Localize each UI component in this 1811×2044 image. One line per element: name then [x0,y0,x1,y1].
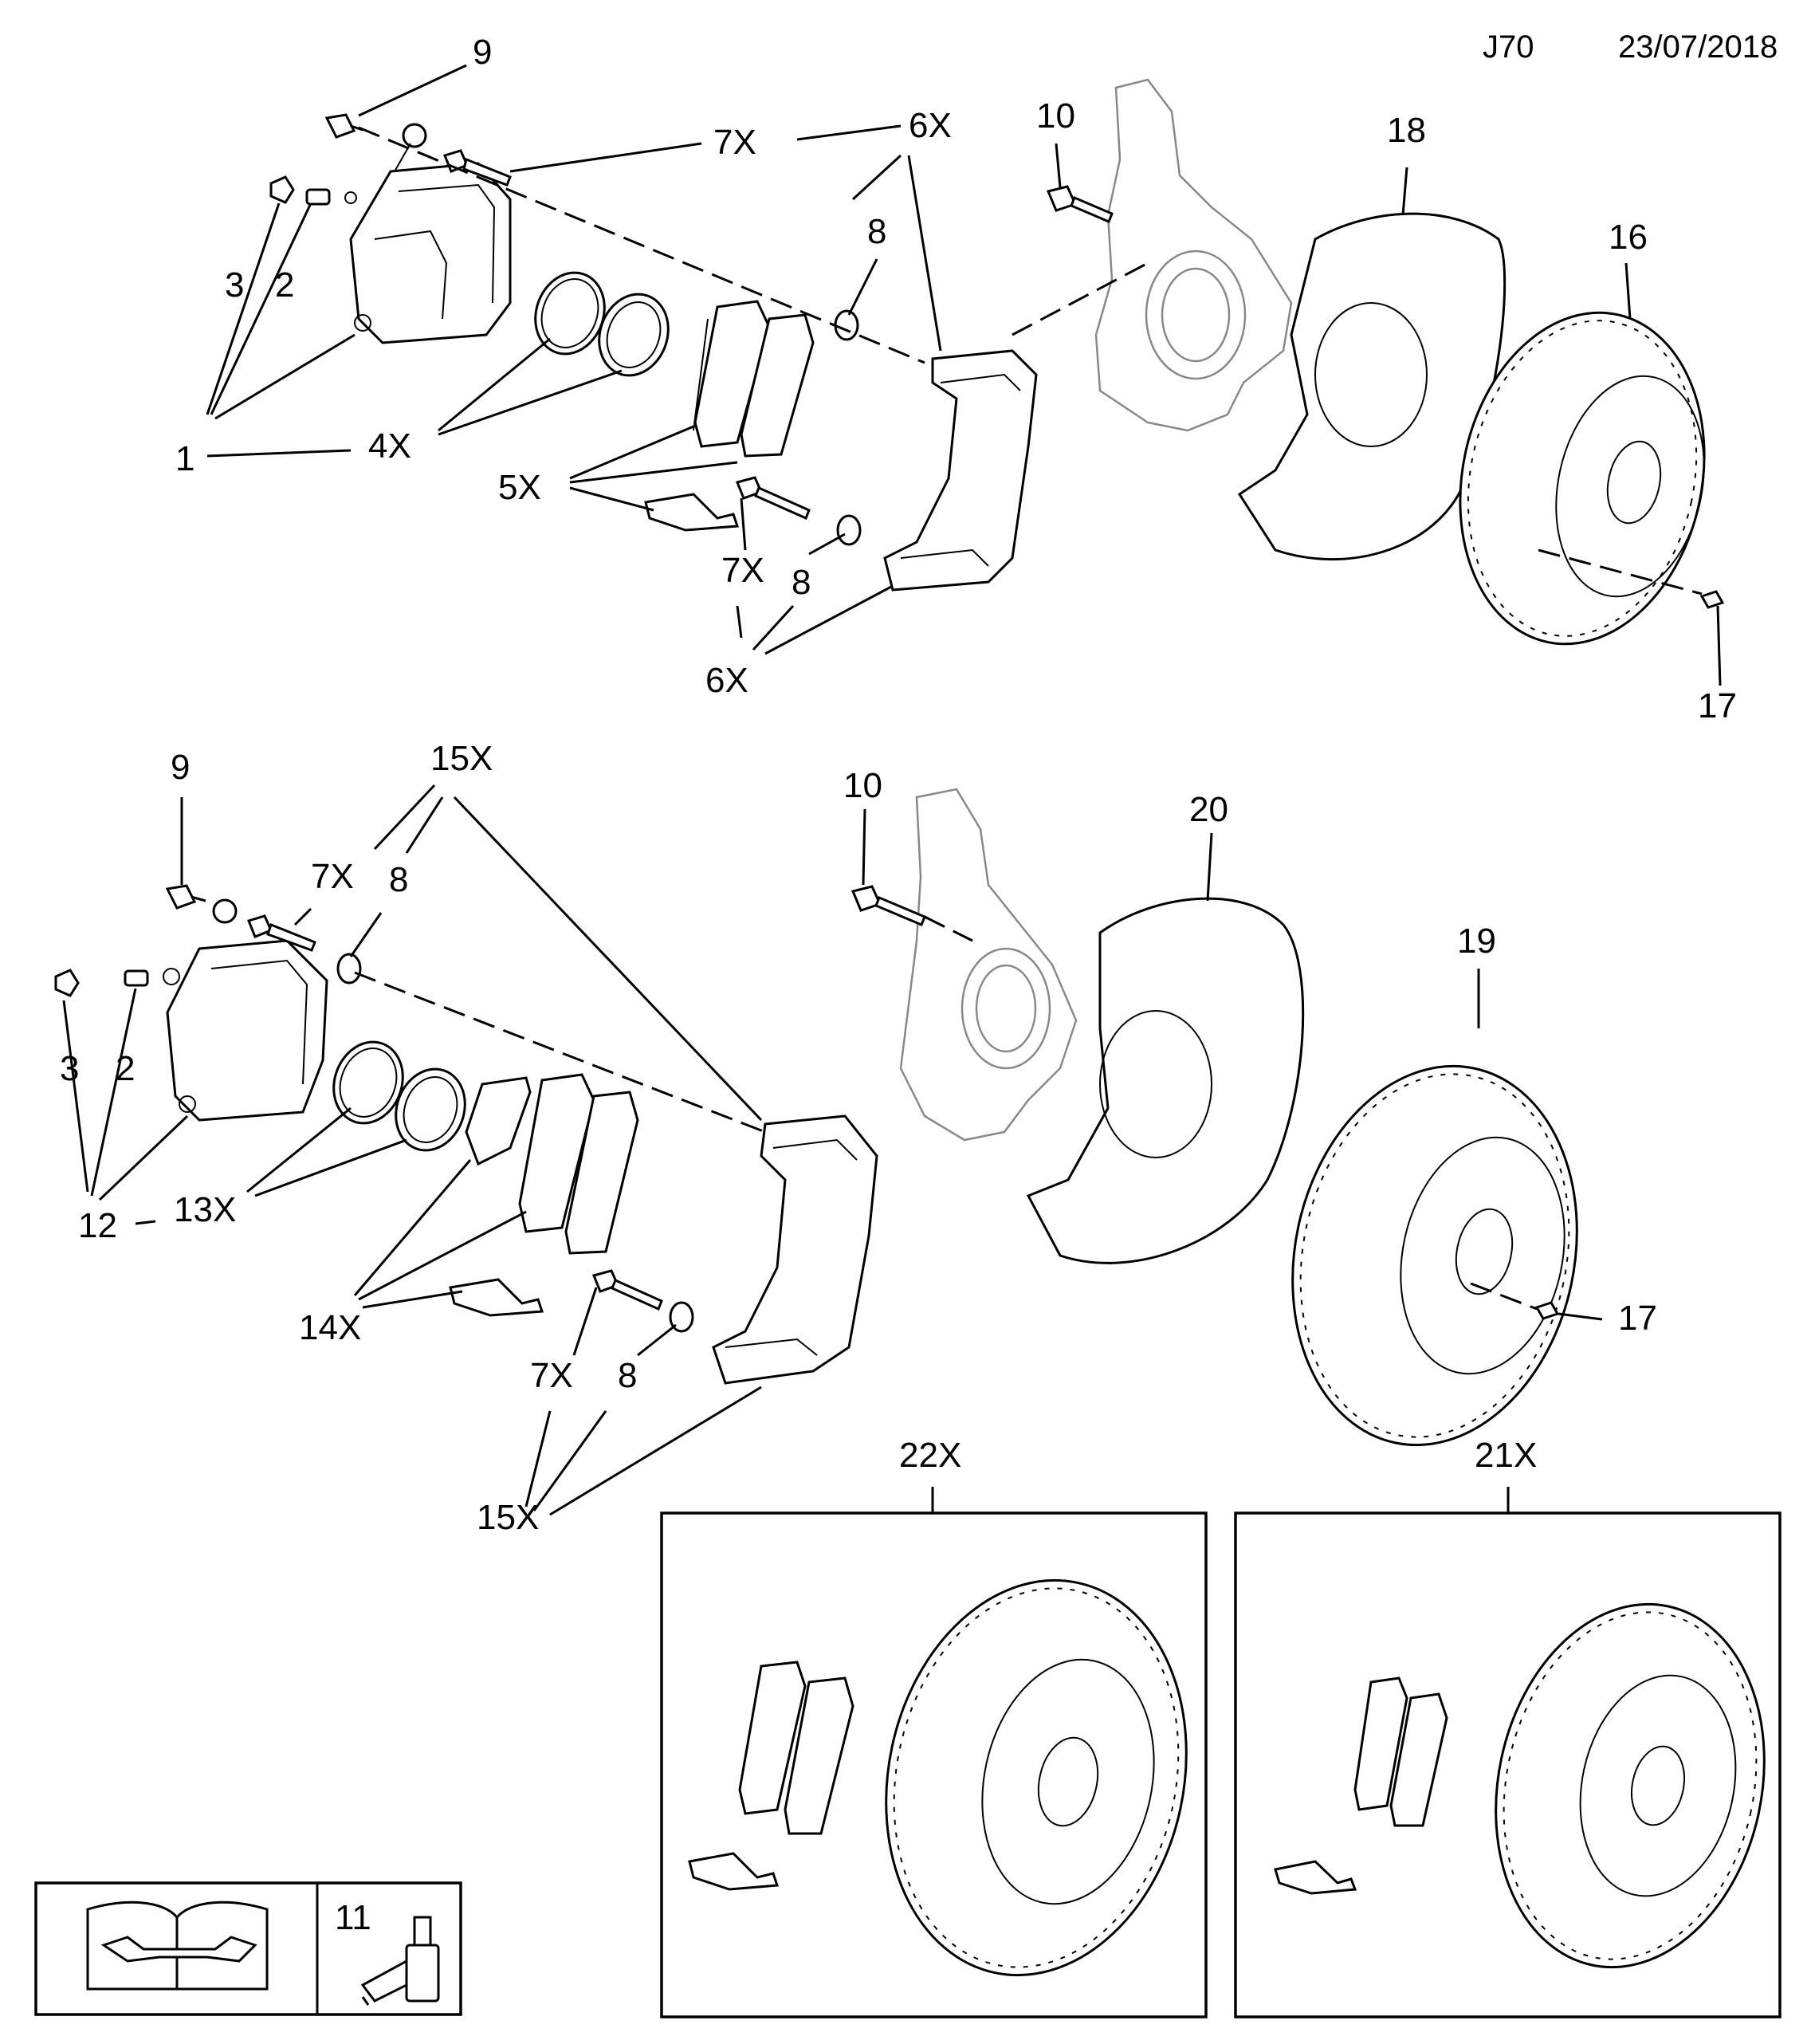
callout-bot-15x-b: 15X [477,1498,539,1537]
callout-bot-7x-a: 7X [311,857,354,896]
callout-top-10: 10 [1036,96,1075,136]
callout-bot-12: 12 [78,1206,117,1245]
callout-bot-8-b: 8 [618,1356,637,1395]
top-bleed-screw [269,175,357,206]
kit-21x-disc [1495,1602,1766,1969]
bottom-caliper-carrier [712,1114,878,1385]
callout-top-5x: 5X [498,468,541,507]
callout-bot-3: 3 [60,1049,79,1088]
callout-top-18: 18 [1387,111,1426,150]
diagram-date: 23/07/2018 [1618,29,1778,65]
kit-22x-disc [885,1578,1188,1977]
bottom-pad-clip [449,1278,544,1317]
bottom-bolt-10 [851,885,926,926]
manual-book-icon [86,1901,269,1991]
top-caliper-carrier [883,349,1038,592]
sealant-bottle-icon [360,1916,440,2006]
bottom-bolt-9 [165,884,206,910]
top-caliper [349,123,512,344]
callout-top-6x-b: 6X [705,661,748,700]
kit-22x-pads [738,1661,854,1835]
kit-22x-clip [688,1852,780,1891]
callout-bot-19: 19 [1457,922,1496,961]
callout-top-8-b: 8 [792,563,811,602]
callout-top-6x-a: 6X [909,106,952,145]
callout-kit-22x: 22X [899,1436,961,1475]
bottom-lower-guide-pin [591,1269,694,1333]
bottom-dust-shield [1026,897,1305,1264]
top-lower-guide-pin [735,476,862,546]
top-steering-knuckle [1094,78,1293,432]
callout-legend-11: 11 [335,1898,371,1937]
callout-top-17: 17 [1698,686,1737,725]
callout-bot-15x-a: 15X [430,739,493,778]
bottom-bleed-screw [54,968,180,997]
callout-top-1: 1 [175,439,194,478]
top-boot-8 [834,309,859,341]
legend-box [34,1881,462,2016]
callout-top-8-a: 8 [867,212,886,251]
top-brake-disc [1459,311,1706,646]
bottom-steering-knuckle [899,788,1078,1142]
kit-21x-pads [1353,1676,1448,1827]
callout-top-7x-b: 7X [721,551,764,590]
callout-top-4x: 4X [368,426,411,466]
callout-bot-13x: 13X [174,1190,236,1229]
callout-top-9: 9 [473,33,492,72]
top-bolt-9 [324,113,363,139]
top-brake-pads [693,300,815,458]
top-screw-17 [1699,590,1725,609]
bottom-screw-17 [1534,1301,1560,1320]
callout-top-7x-a: 7X [713,123,756,162]
bottom-guide-pin [246,914,362,985]
kit-21x-box [1234,1511,1782,2018]
top-pad-clip [644,493,740,532]
callout-top-3: 3 [225,265,244,305]
bottom-caliper [166,898,328,1122]
bottom-brake-disc [1291,1064,1578,1447]
callout-kit-21x: 21X [1475,1436,1537,1475]
callout-bot-7x-b: 7X [530,1356,573,1395]
callout-bot-2: 2 [116,1049,135,1088]
bottom-brake-pads [518,1073,639,1255]
kit-21x-clip [1274,1860,1357,1895]
callout-bot-9: 9 [171,748,190,787]
callout-top-16: 16 [1609,218,1648,257]
top-bolt-10 [1046,185,1114,223]
callout-bot-14x: 14X [299,1308,361,1347]
callout-bot-10: 10 [843,766,882,805]
callout-bot-17: 17 [1618,1299,1657,1338]
bottom-pad-shim [465,1076,532,1166]
diagram-code: J70 [1483,29,1534,65]
callout-bot-20: 20 [1189,790,1228,829]
kit-22x-box [660,1511,1208,2018]
callout-bot-8-a: 8 [389,860,408,899]
callout-top-2: 2 [275,265,294,305]
